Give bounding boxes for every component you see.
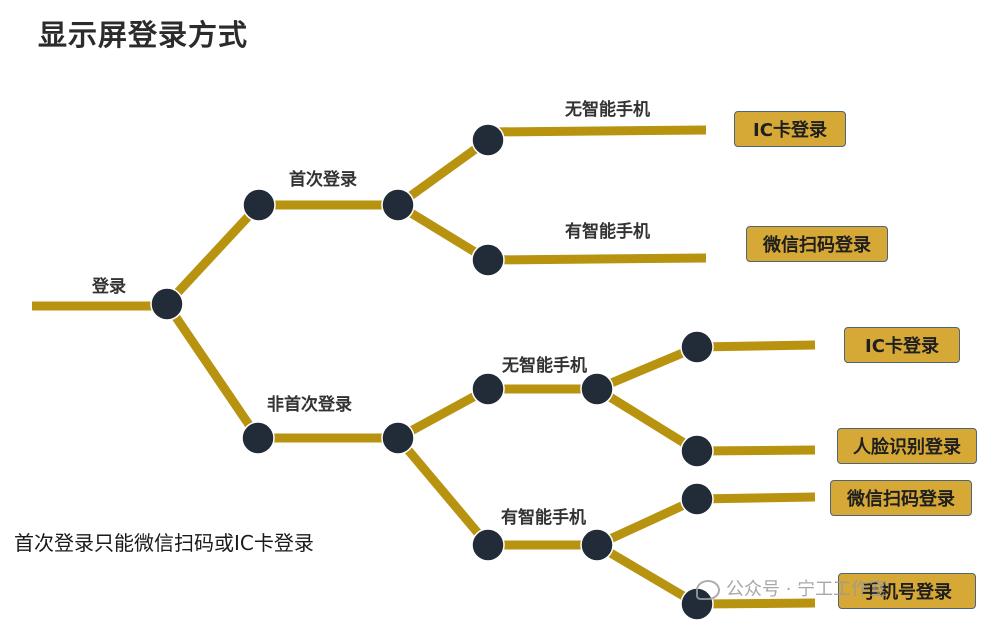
node-face xyxy=(680,434,714,468)
tree-nodes xyxy=(150,123,714,621)
label-root: 登录 xyxy=(91,276,126,297)
label-notfirst-nophone: 无智能手机 xyxy=(501,355,587,376)
label-notfirst-hasphone: 有智能手机 xyxy=(501,507,586,528)
branch-root-to-first xyxy=(163,201,263,308)
branch-wechat-out xyxy=(696,492,816,504)
branch-notfirst-to-hasphone xyxy=(394,435,492,548)
label-first-hasphone: 有智能手机 xyxy=(565,221,650,242)
branch-first-hasphone-out xyxy=(487,253,707,265)
branch-first-to-nophone xyxy=(395,136,491,209)
branch-first-nophone-out xyxy=(487,125,707,137)
node-first xyxy=(242,188,276,222)
branch-labels: 登录 首次登录 无智能手机 有智能手机 非首次登录 无智能手机 有智能手机 xyxy=(91,99,650,528)
label-first: 首次登录 xyxy=(289,169,357,190)
wechat-icon xyxy=(696,580,720,600)
branch-face-out xyxy=(696,445,816,456)
footnote: 首次登录只能微信扫码或IC卡登录 xyxy=(14,531,314,555)
watermark-text: 公众号 · 宁工工作室 xyxy=(726,579,888,600)
node-hasphone-split xyxy=(580,528,614,562)
node-first-split xyxy=(381,188,415,222)
label-first-nophone: 无智能手机 xyxy=(564,99,650,120)
result-first-ic: IC卡登录 xyxy=(734,111,846,147)
branch-nophone-to-face xyxy=(594,385,700,455)
watermark: 公众号 · 宁工工作室 xyxy=(696,575,887,601)
branch-hasphone-to-phone xyxy=(594,541,700,608)
result-notfirst-ic: IC卡登录 xyxy=(844,327,960,363)
node-notfirst-hasphone xyxy=(471,528,505,562)
branch-ic-out xyxy=(696,340,816,352)
result-notfirst-phone: 手机号登录 xyxy=(838,573,976,609)
node-notfirst-split xyxy=(381,421,415,455)
node-ic xyxy=(680,330,714,364)
node-wechat xyxy=(680,482,714,516)
node-notfirst xyxy=(241,421,275,455)
branch-phone-out xyxy=(696,598,816,609)
result-first-wechat: 微信扫码登录 xyxy=(746,226,888,262)
tree-branches xyxy=(32,125,816,609)
result-notfirst-face: 人脸识别登录 xyxy=(837,428,977,464)
node-first-nophone xyxy=(471,123,505,157)
node-notfirst-nophone xyxy=(471,372,505,406)
branch-first-to-hasphone xyxy=(395,201,491,264)
branch-notfirst-to-nophone xyxy=(395,385,491,442)
node-root xyxy=(150,287,184,321)
node-nophone-split xyxy=(580,372,614,406)
branch-nophone-to-ic xyxy=(595,342,699,394)
node-first-hasphone xyxy=(471,243,505,277)
page-title: 显示屏登录方式 xyxy=(38,18,249,52)
branch-hasphone-to-wechat xyxy=(595,494,699,550)
branch-root-to-notfirst xyxy=(163,301,262,441)
result-notfirst-wechat: 微信扫码登录 xyxy=(830,480,972,516)
label-notfirst: 非首次登录 xyxy=(267,394,352,415)
